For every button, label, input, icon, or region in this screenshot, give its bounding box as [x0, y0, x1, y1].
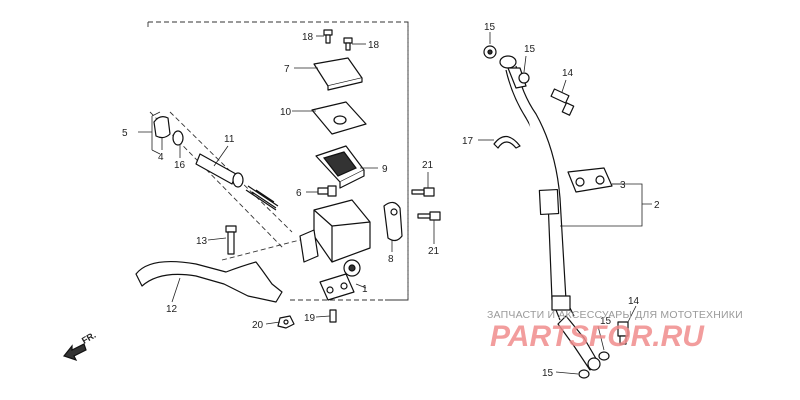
callout-17: 17: [462, 136, 474, 147]
part-8-clamp: [383, 201, 403, 242]
part-18-screw-a: [323, 29, 333, 44]
callout-21a: 21: [422, 160, 434, 171]
watermark: ЗАПЧАСТИ И АКСЕССУАРЫ ДЛЯ МОТОТЕХНИКИ PA…: [487, 309, 743, 353]
part-6-fitting: [317, 185, 337, 197]
part-2-brake-hose: [505, 65, 601, 371]
callout-11: 11: [224, 134, 235, 145]
callout-20: 20: [252, 320, 264, 331]
part-3-hose-clamp: [567, 167, 613, 193]
callout-8: 8: [388, 254, 394, 265]
callout-14a: 14: [562, 68, 574, 79]
callout-16: 16: [174, 160, 186, 171]
callout-12: 12: [166, 304, 178, 315]
front-direction-indicator: FR.: [62, 330, 98, 362]
part-18-screw-b: [343, 37, 353, 51]
part-20-nut: [277, 315, 295, 329]
bracket-5: [138, 111, 161, 155]
bracket-2-3: [560, 183, 652, 227]
callout-4: 4: [158, 152, 164, 163]
callout-15c: 15: [600, 316, 612, 327]
part-15-washer-b: [518, 72, 530, 84]
callout-5: 5: [122, 128, 128, 139]
watermark-line: ЗАПЧАСТИ И АКСЕССУАРЫ ДЛЯ МОТОТЕХНИКИ: [487, 309, 743, 321]
watermark-logo: PARTSFOR.RU: [490, 320, 705, 353]
callout-6: 6: [296, 188, 302, 199]
callout-7: 7: [284, 64, 290, 75]
callout-18a: 18: [302, 32, 314, 43]
part-19-screw: [329, 309, 337, 323]
part-9-diaphragm-base: [339, 170, 365, 189]
part-10-hole: [333, 115, 347, 125]
callout-19: 19: [304, 313, 316, 324]
front-indicator-label: FR.: [80, 330, 98, 346]
part-4-boot: [153, 116, 171, 139]
callout-3: 3: [620, 180, 626, 191]
part-1-master-cylinder: [299, 199, 371, 301]
part-17-clip: [493, 135, 521, 149]
part-16-ring: [172, 130, 184, 146]
callout-13: 13: [196, 236, 208, 247]
callout-10: 10: [280, 107, 292, 118]
part-7-cap-edge: [327, 78, 363, 91]
part-14-bolt-b: [617, 321, 629, 345]
part-12-brake-lever: [135, 260, 283, 303]
callout-15d: 15: [542, 368, 554, 379]
part-9-diaphragm-inner: [322, 151, 357, 177]
callout-15b: 15: [524, 44, 536, 55]
part-15-washer-a: [483, 45, 497, 59]
assembly-outline: [147, 21, 409, 301]
callout-1: 1: [362, 284, 368, 295]
part-13-pivot-bolt: [225, 225, 237, 255]
callout-14b: 14: [628, 296, 640, 307]
callout-15a: 15: [484, 22, 496, 33]
part-11-piston-set: [195, 153, 279, 211]
callout-9: 9: [382, 164, 388, 175]
callout-2: 2: [654, 200, 660, 211]
part-21-bolt-a: [411, 187, 435, 197]
leader-lines: [161, 32, 637, 375]
part-15-washer-d: [578, 369, 590, 379]
callout-21b: 21: [428, 246, 440, 257]
part-14-bolt-a: [550, 88, 575, 116]
callout-labels: 18 18 7 10 9 6 5 4 16 11 13 12 20 19 8 2…: [122, 22, 660, 379]
part-21-bolt-b: [417, 211, 441, 221]
part-15-washer-c: [598, 351, 610, 361]
callout-18b: 18: [368, 40, 380, 51]
